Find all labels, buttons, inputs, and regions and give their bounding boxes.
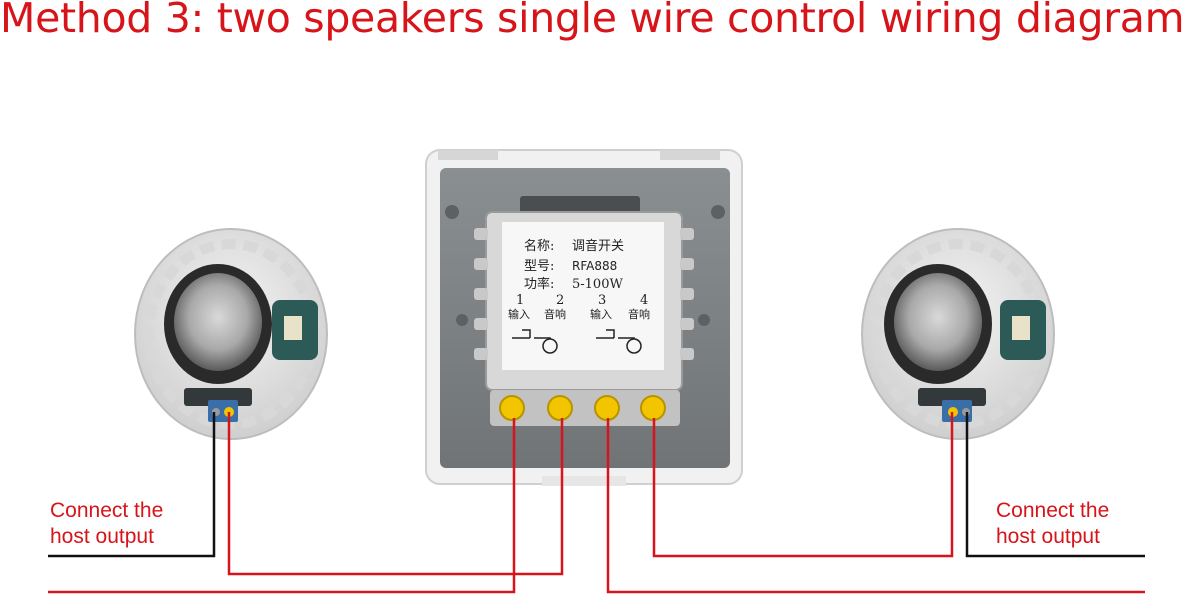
module-name-value: 调音开关 (572, 238, 624, 254)
right-host-label: Connect the host output (996, 498, 1109, 550)
volume-switch: 名称: 调音开关 型号: RFA888 功率: 5-100W 1 2 3 4 输… (425, 149, 743, 486)
module-model-value: RFA888 (572, 259, 617, 273)
terminal-3-text: 输入 (590, 307, 612, 321)
terminal-2-num: 2 (556, 293, 564, 308)
right-host-label-line2: host output (996, 525, 1100, 548)
module-power-label: 功率: (524, 276, 554, 292)
terminal-1-text: 输入 (508, 307, 530, 321)
terminal-4-num: 4 (640, 293, 648, 308)
left-host-label: Connect the host output (50, 498, 163, 550)
module-power-value: 5-100W (572, 277, 623, 292)
left-host-label-line2: host output (50, 525, 154, 548)
right-speaker (861, 228, 1055, 440)
terminal-1-num: 1 (516, 293, 524, 308)
right-host-label-line1: Connect the (996, 499, 1110, 522)
module-name-label: 名称: (524, 238, 554, 254)
terminal-3-num: 3 (598, 293, 606, 308)
module-model-label: 型号: (524, 259, 554, 274)
terminal-4-text: 音响 (628, 307, 650, 321)
wires (48, 412, 1145, 594)
terminal-2-text: 音响 (544, 307, 566, 321)
left-speaker (134, 228, 328, 440)
left-host-label-line1: Connect the (50, 499, 164, 522)
page-title: Method 3: two speakers single wire contr… (0, 0, 1185, 42)
